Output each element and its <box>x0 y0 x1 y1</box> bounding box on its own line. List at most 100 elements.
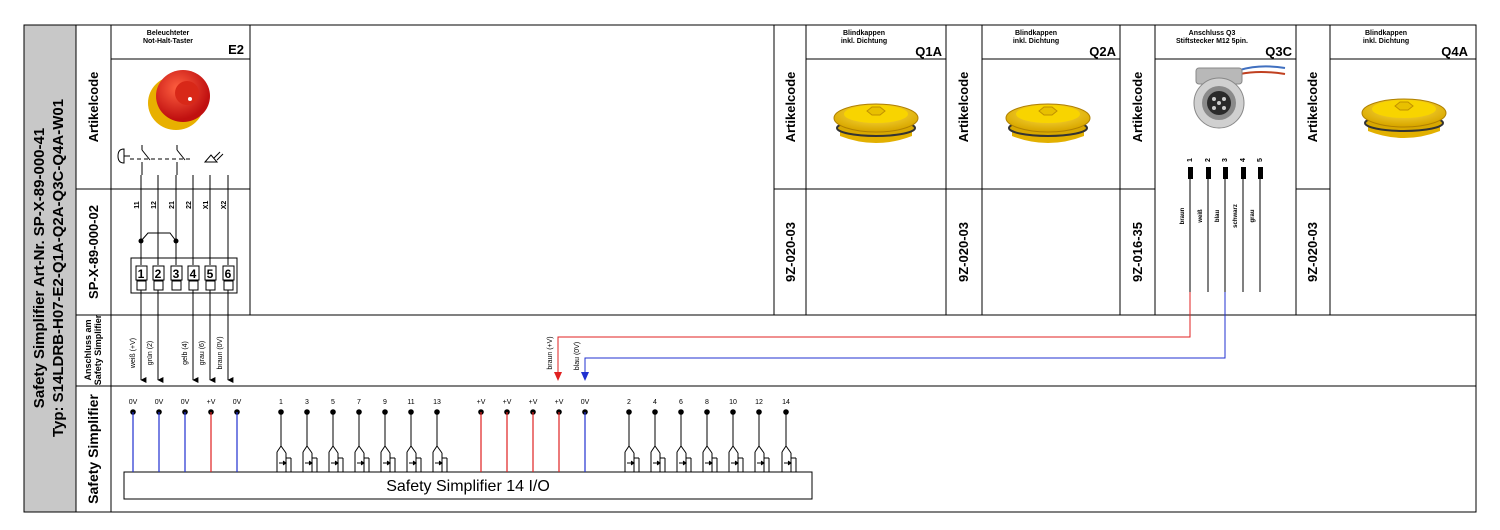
q3c-pin-color-label: braun <box>1180 207 1186 224</box>
q3c-pin <box>1241 167 1246 179</box>
q3c-block: Artikelcode 9Z-016-35 Anschluss Q3 Stift… <box>1120 25 1297 315</box>
e2-terminal-box <box>204 265 217 281</box>
q3c-tag: Q3C <box>1265 44 1292 59</box>
safety-simplifier-box <box>123 471 813 500</box>
simplifier-terminal-label: 0V <box>181 399 190 406</box>
e2-top-terminal-label: 11 <box>134 201 141 209</box>
q4a-block: Artikelcode 9Z-020-03 Blindkappen inkl. … <box>1296 25 1476 315</box>
e2-tag: E2 <box>228 42 244 57</box>
q3c-artikelcode-label: Artikelcode <box>1130 72 1145 143</box>
transistor-input-icon <box>650 412 666 472</box>
q3c-desc-2: Stiftstecker M12 5pin. <box>1176 38 1248 45</box>
e2-block: Beleuchteter Not-Halt-Taster E2 <box>111 25 251 315</box>
q3c-pin-number: 4 <box>1240 158 1247 162</box>
e2-desc-2: Not-Halt-Taster <box>143 38 193 45</box>
q3c-wire-braun <box>557 292 1191 372</box>
e2-terminal-box <box>170 265 183 281</box>
anschluss-label-2: Safety Simplifier <box>93 314 103 385</box>
transistor-input-icon <box>781 412 797 472</box>
q2a-desc-1: Blindkappen <box>1015 30 1057 37</box>
q2a-desc-2: inkl. Dichtung <box>1013 38 1059 45</box>
q1a-block: Artikelcode 9Z-020-03 Blindkappen inkl. … <box>773 25 947 315</box>
e2-wire-label: braun (0V) <box>217 336 224 369</box>
e2-terminal-box <box>152 265 165 281</box>
title-line-1: Safety Simplifier Art-Nr. SP-X-89-000-41 <box>31 128 48 408</box>
simplifier-terminal-label: 14 <box>782 399 790 406</box>
q3c-pin-number: 3 <box>1222 158 1229 162</box>
e2-terminal-box <box>187 265 200 281</box>
transistor-input-icon <box>676 412 692 472</box>
q3c-pin-number: 1 <box>1187 158 1194 162</box>
simplifier-terminal-label: +V <box>207 399 216 406</box>
transistor-input-icon <box>432 412 448 472</box>
simplifier-terminal-label: 7 <box>357 399 361 406</box>
m12-connector-icon <box>1193 65 1286 129</box>
simplifier-terminal-label: +V <box>503 399 512 406</box>
title-strip <box>23 24 77 513</box>
simplifier-terminal-label: +V <box>477 399 486 406</box>
simplifier-terminal-label: 10 <box>729 399 737 406</box>
e2-wire-label: gelb (4) <box>182 341 189 365</box>
transistor-input-icon <box>328 412 344 472</box>
transistor-input-icon <box>406 412 422 472</box>
q3c-pin-color-label: weiß <box>1198 209 1204 224</box>
simplifier-terminal-label: 3 <box>305 399 309 406</box>
simplifier-terminal-label: 6 <box>679 399 683 406</box>
simplifier-terminal-label: +V <box>529 399 538 406</box>
contact-symbol-icon <box>117 145 224 175</box>
simplifier-terminal-label: 9 <box>383 399 387 406</box>
e2-terminal-box <box>135 265 148 281</box>
q3c-desc-1: Anschluss Q3 <box>1189 30 1236 37</box>
e2-terminal-box <box>222 265 235 281</box>
q1a-artikelcode-label: Artikelcode <box>783 72 798 143</box>
blind-cap-icon <box>1005 103 1091 143</box>
q3c-pin-number: 2 <box>1205 158 1212 162</box>
q3c-pin <box>1188 167 1193 179</box>
diagram-frame <box>75 24 1477 513</box>
q3c-pin-color-label: schwarz <box>1233 204 1239 228</box>
simplifier-terminal-label: 8 <box>705 399 709 406</box>
transistor-input-icon <box>754 412 770 472</box>
transistor-input-icon <box>380 412 396 472</box>
e2-top-terminal-label: X1 <box>203 201 210 210</box>
simplifier-terminal-label: +V <box>555 399 564 406</box>
e2-artikelcode-label: Artikelcode <box>86 72 101 143</box>
q2a-tag: Q2A <box>1089 44 1116 59</box>
simplifier-terminal-label: 11 <box>407 399 414 406</box>
e2-code: SP-X-89-000-02 <box>86 205 101 299</box>
q2a-artikelcode-label: Artikelcode <box>956 72 971 143</box>
q3c-wire-braun-label: braun (+V) <box>547 336 554 369</box>
simplifier-terminal-label: 0V <box>155 399 164 406</box>
blind-cap-icon <box>833 103 919 143</box>
q4a-desc-2: inkl. Dichtung <box>1363 38 1409 45</box>
q3c-wire-blau <box>584 292 1226 372</box>
q1a-code: 9Z-020-03 <box>783 222 798 282</box>
transistor-input-icon <box>624 412 640 472</box>
e2-top-terminal-label: 12 <box>151 201 158 209</box>
q1a-tag: Q1A <box>915 44 942 59</box>
q4a-code: 9Z-020-03 <box>1305 222 1320 282</box>
q3c-pin-color-label: blau <box>1215 210 1221 223</box>
e2-terminal-number: 6 <box>225 267 232 281</box>
transistor-input-icon <box>276 412 292 472</box>
transistor-input-icon <box>702 412 718 472</box>
q1a-desc-1: Blindkappen <box>843 30 885 37</box>
blind-cap-icon <box>1361 98 1447 138</box>
e2-terminal-number: 4 <box>190 267 197 281</box>
e2-terminal-number: 2 <box>155 267 162 281</box>
anschluss-label-1: Anschluss am <box>83 319 93 380</box>
transistor-input-icon <box>302 412 318 472</box>
e2-wire-label: grün (2) <box>147 341 154 366</box>
e2-wire-label: weiß (+V) <box>130 338 137 369</box>
title-line-2: Typ: S14LDRB-H07-E2-Q1A-Q2A-Q3C-Q4A-W01 <box>50 99 67 437</box>
simplifier-terminal-label: 1 <box>279 399 283 406</box>
e2-top-terminal-label: 21 <box>169 201 176 209</box>
q4a-tag: Q4A <box>1441 44 1468 59</box>
safety-simplifier-label: Safety Simplifier 14 I/O <box>386 478 550 495</box>
simplifier-terminal-label: 4 <box>653 399 657 406</box>
simplifier-terminal-label: 0V <box>233 399 242 406</box>
q2a-code: 9Z-020-03 <box>956 222 971 282</box>
emergency-stop-icon <box>148 70 210 130</box>
q3c-pin <box>1206 167 1211 179</box>
